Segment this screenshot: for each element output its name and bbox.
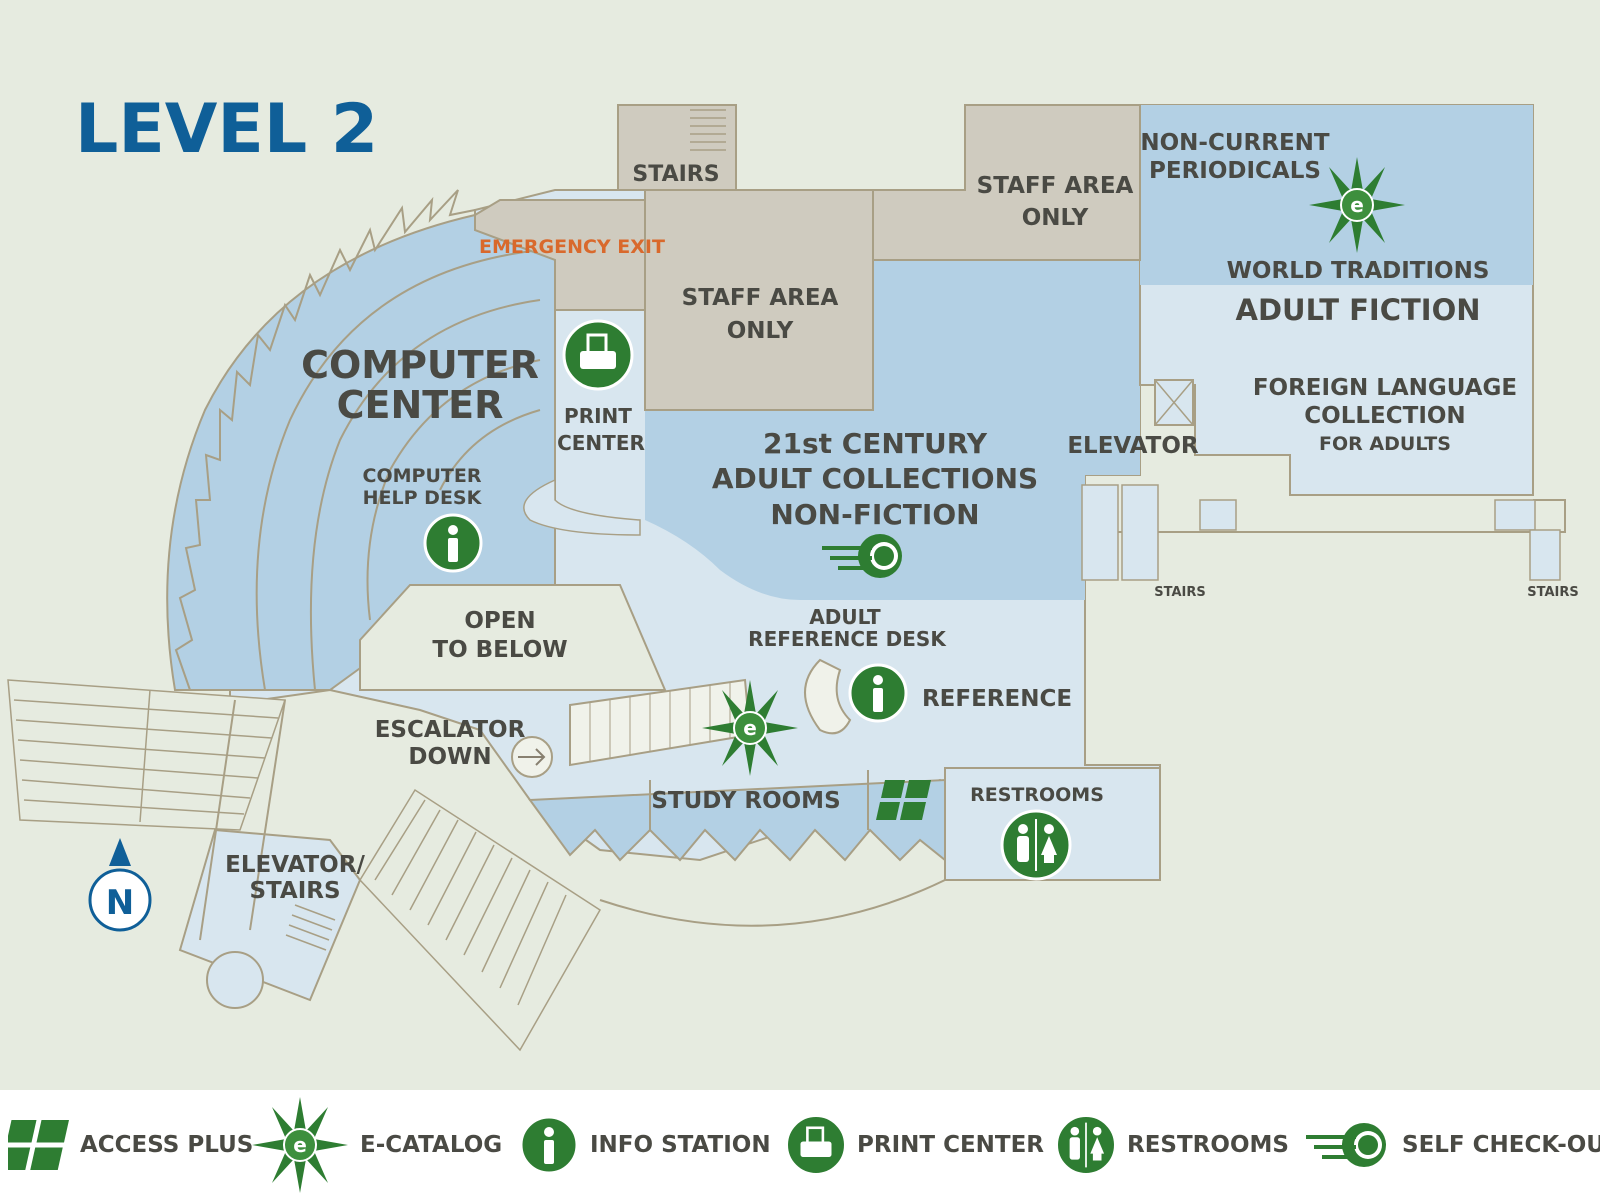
north-arrow-icon: N xyxy=(88,838,152,932)
label-stairs-top: STAIRS xyxy=(632,162,719,187)
nonfiction-zone xyxy=(645,260,1140,600)
periodicals-zone xyxy=(1140,105,1533,285)
emergency-corridor xyxy=(474,199,646,311)
label-restrooms: RESTROOMS xyxy=(970,784,1104,806)
right-stairs xyxy=(1081,484,1561,581)
label-study-rooms: STUDY ROOMS xyxy=(651,788,840,814)
legend-self-checkout: SELF CHECK-OUT xyxy=(1300,1090,1600,1200)
legend-e-catalog-label: E-CATALOG xyxy=(360,1132,503,1158)
legend-info-station-label: INFO STATION xyxy=(590,1132,771,1158)
label-world-traditions: WORLD TRADITIONS xyxy=(1227,258,1490,284)
svg-text:N: N xyxy=(106,883,134,923)
legend-print-center-label: PRINT CENTER xyxy=(857,1132,1045,1158)
page-title: LEVEL 2 xyxy=(75,90,378,169)
print-icon xyxy=(785,1114,847,1176)
left-bleachers xyxy=(7,679,287,831)
label-adult-fiction: ADULT FICTION xyxy=(1236,293,1481,327)
label-elevator-stairs: ELEVATOR/STAIRS xyxy=(225,852,365,904)
sawtooth-edge xyxy=(174,189,476,691)
floor-plan: e xyxy=(7,90,1579,1052)
self-checkout-icon xyxy=(1304,1121,1388,1169)
access-plus-icon xyxy=(8,1120,69,1170)
label-emergency-exit: EMERGENCY EXIT xyxy=(479,236,665,258)
legend-info-station: INFO STATION xyxy=(518,1090,771,1200)
legend-access-plus-label: ACCESS PLUS xyxy=(80,1132,254,1158)
study-rooms-zone xyxy=(528,778,946,863)
legend-access-plus: ACCESS PLUS xyxy=(8,1090,253,1200)
legend-restrooms-label: RESTROOMS xyxy=(1127,1132,1289,1158)
info-icon xyxy=(423,513,483,573)
label-elevator: ELEVATOR xyxy=(1067,433,1199,459)
restrooms-icon xyxy=(1000,809,1072,881)
label-stairs-right-2: STAIRS xyxy=(1527,585,1579,600)
staff-area-1 xyxy=(644,189,874,411)
print-icon xyxy=(562,319,634,391)
stairs-top-room xyxy=(617,104,737,191)
bottom-bleachers xyxy=(359,788,602,1052)
open-to-below xyxy=(359,584,667,691)
legend-print-center: PRINT CENTER xyxy=(785,1090,1044,1200)
legend-e-catalog: E-CATALOG xyxy=(250,1090,502,1200)
label-for-adults: FOR ADULTS xyxy=(1319,433,1451,455)
staff-area-2 xyxy=(872,104,1141,261)
map-legend: ACCESS PLUS E-CATALOG INFO STATION PRINT… xyxy=(0,1090,1600,1200)
label-stairs-right-1: STAIRS xyxy=(1154,585,1206,600)
restrooms-icon xyxy=(1055,1114,1117,1176)
info-icon xyxy=(848,663,908,723)
legend-restrooms: RESTROOMS xyxy=(1055,1090,1289,1200)
e-catalog-icon xyxy=(251,1096,349,1194)
info-icon xyxy=(519,1115,579,1175)
legend-self-checkout-label: SELF CHECK-OUT xyxy=(1402,1132,1600,1158)
label-reference: REFERENCE xyxy=(922,686,1072,712)
